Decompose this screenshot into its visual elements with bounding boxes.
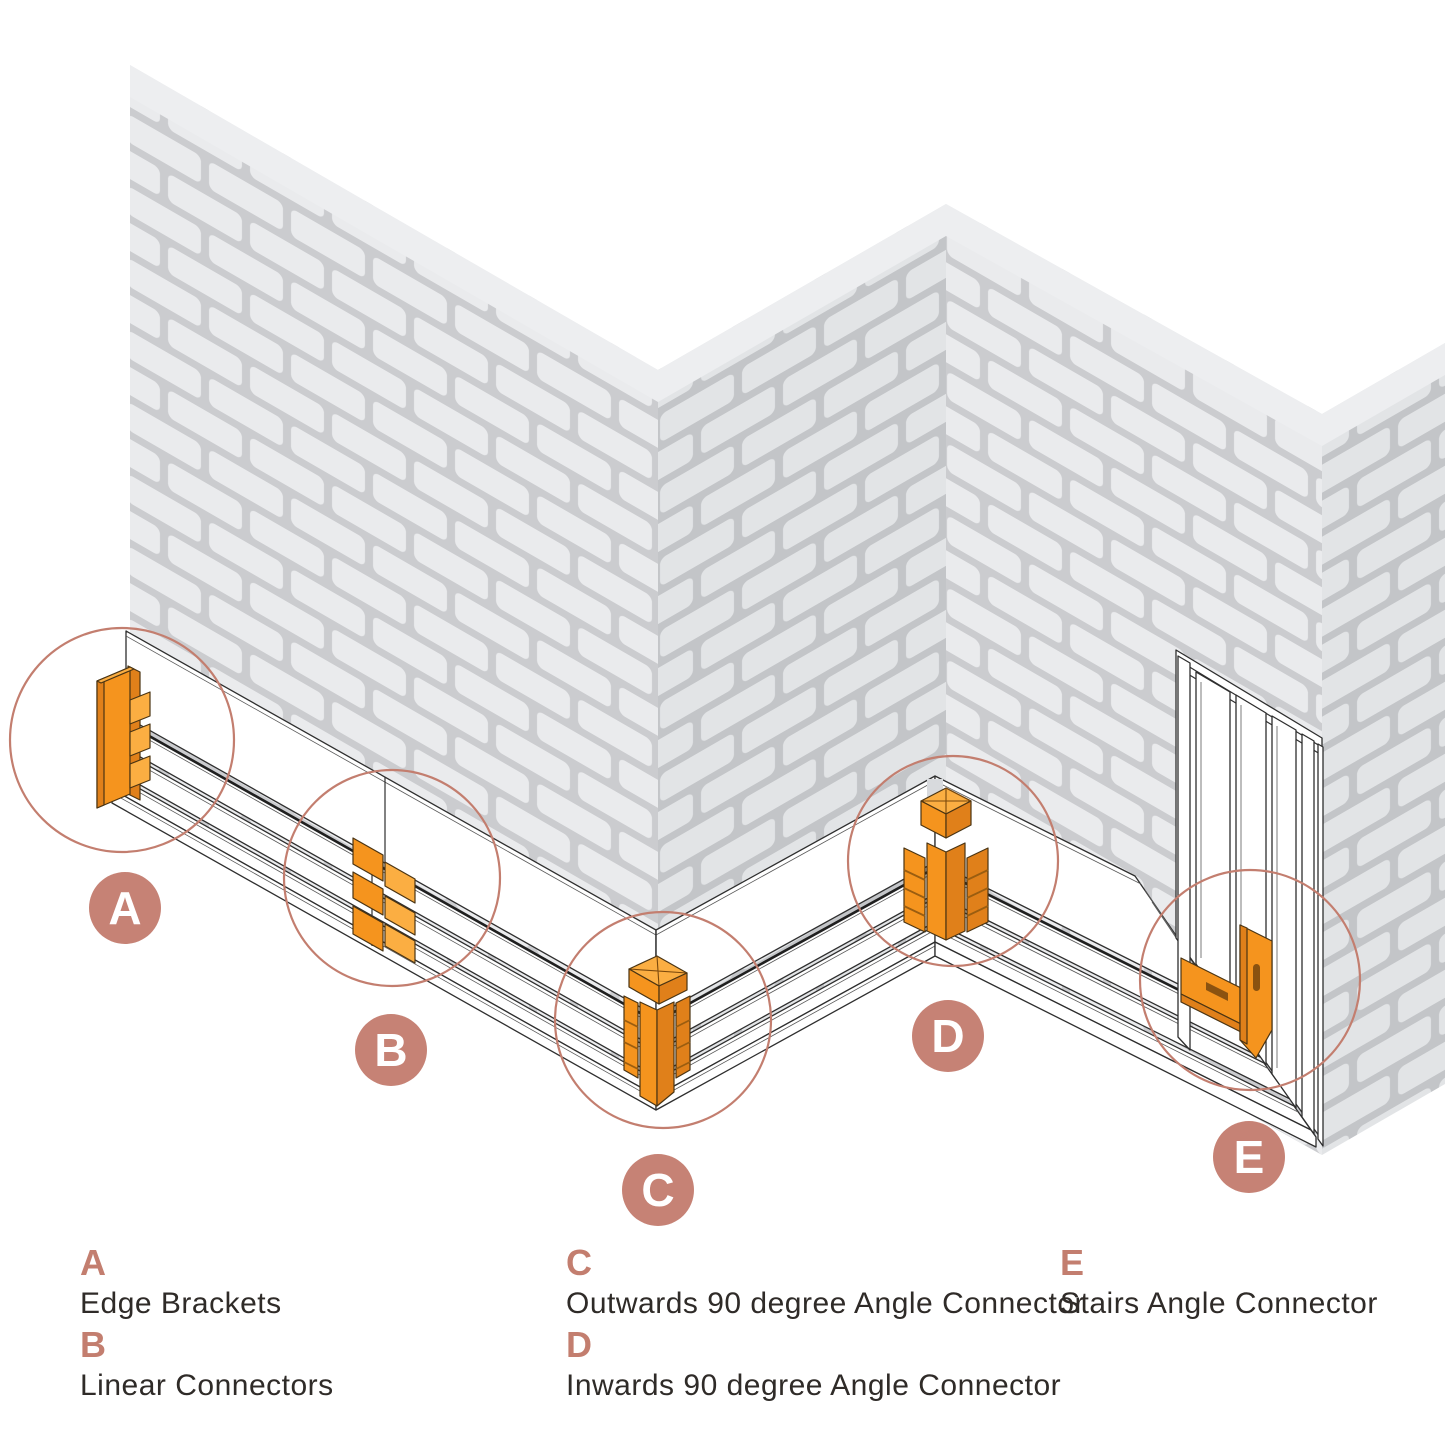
legend-letter-d: D [566,1324,592,1365]
badge-e [1213,1121,1285,1193]
outwards-corner-connector [623,930,691,1107]
legend-label-d: Inwards 90 degree Angle Connector [566,1369,1061,1402]
highlight-circle-e [1138,868,1362,1092]
legend-label-a: Edge Brackets [80,1287,282,1320]
badge-e-letter: E [1234,1131,1265,1183]
flood-barrier-run-right [934,775,1317,1148]
stairs-end-profile [1177,655,1191,1051]
edge-bracket [96,665,151,809]
stairs-angle-connector [1180,924,1273,1059]
legend: A Edge Brackets B Linear Connectors C Ou… [80,1242,1378,1402]
badge-a-letter: A [108,882,141,934]
stairs-barrier [1175,649,1324,1147]
stairs-edge-profile [1317,743,1324,1147]
stairs-plank [1271,715,1297,1109]
legend-letter-b: B [80,1324,106,1365]
legend-label-c: Outwards 90 degree Angle Connector [566,1287,1085,1320]
wall-side-face [1322,343,1445,1155]
legend-letter-c: C [566,1242,592,1283]
badge-c-letter: C [641,1164,674,1216]
legend-label-b: Linear Connectors [80,1369,334,1402]
highlight-circle-b [282,768,502,988]
highlight-circle-d [846,754,1060,968]
wall-right-top-band [946,204,1322,446]
highlight-circle-c [553,910,773,1130]
badge-d [912,1000,984,1072]
badge-d-letter: D [931,1010,964,1062]
badge-a [89,872,161,944]
linear-connector [352,837,416,964]
wall-side-top-band [1322,343,1445,446]
legend-letter-a: A [80,1242,106,1283]
wall-left-top-band [130,65,658,402]
legend-letter-e: E [1060,1242,1084,1283]
badge-b-letter: B [374,1024,407,1076]
badge-b [355,1014,427,1086]
letter-badges: A B C D E [89,872,1285,1226]
inwards-corner-connector [903,787,989,941]
highlight-circles [8,626,1362,1130]
flood-barrier-run-middle [655,775,936,1111]
legend-label-e: Stairs Angle Connector [1060,1287,1378,1320]
highlight-circle-a [8,626,236,854]
badge-c [622,1154,694,1226]
wall-middle-top-band [658,204,946,402]
stairs-plank [1301,733,1315,1135]
